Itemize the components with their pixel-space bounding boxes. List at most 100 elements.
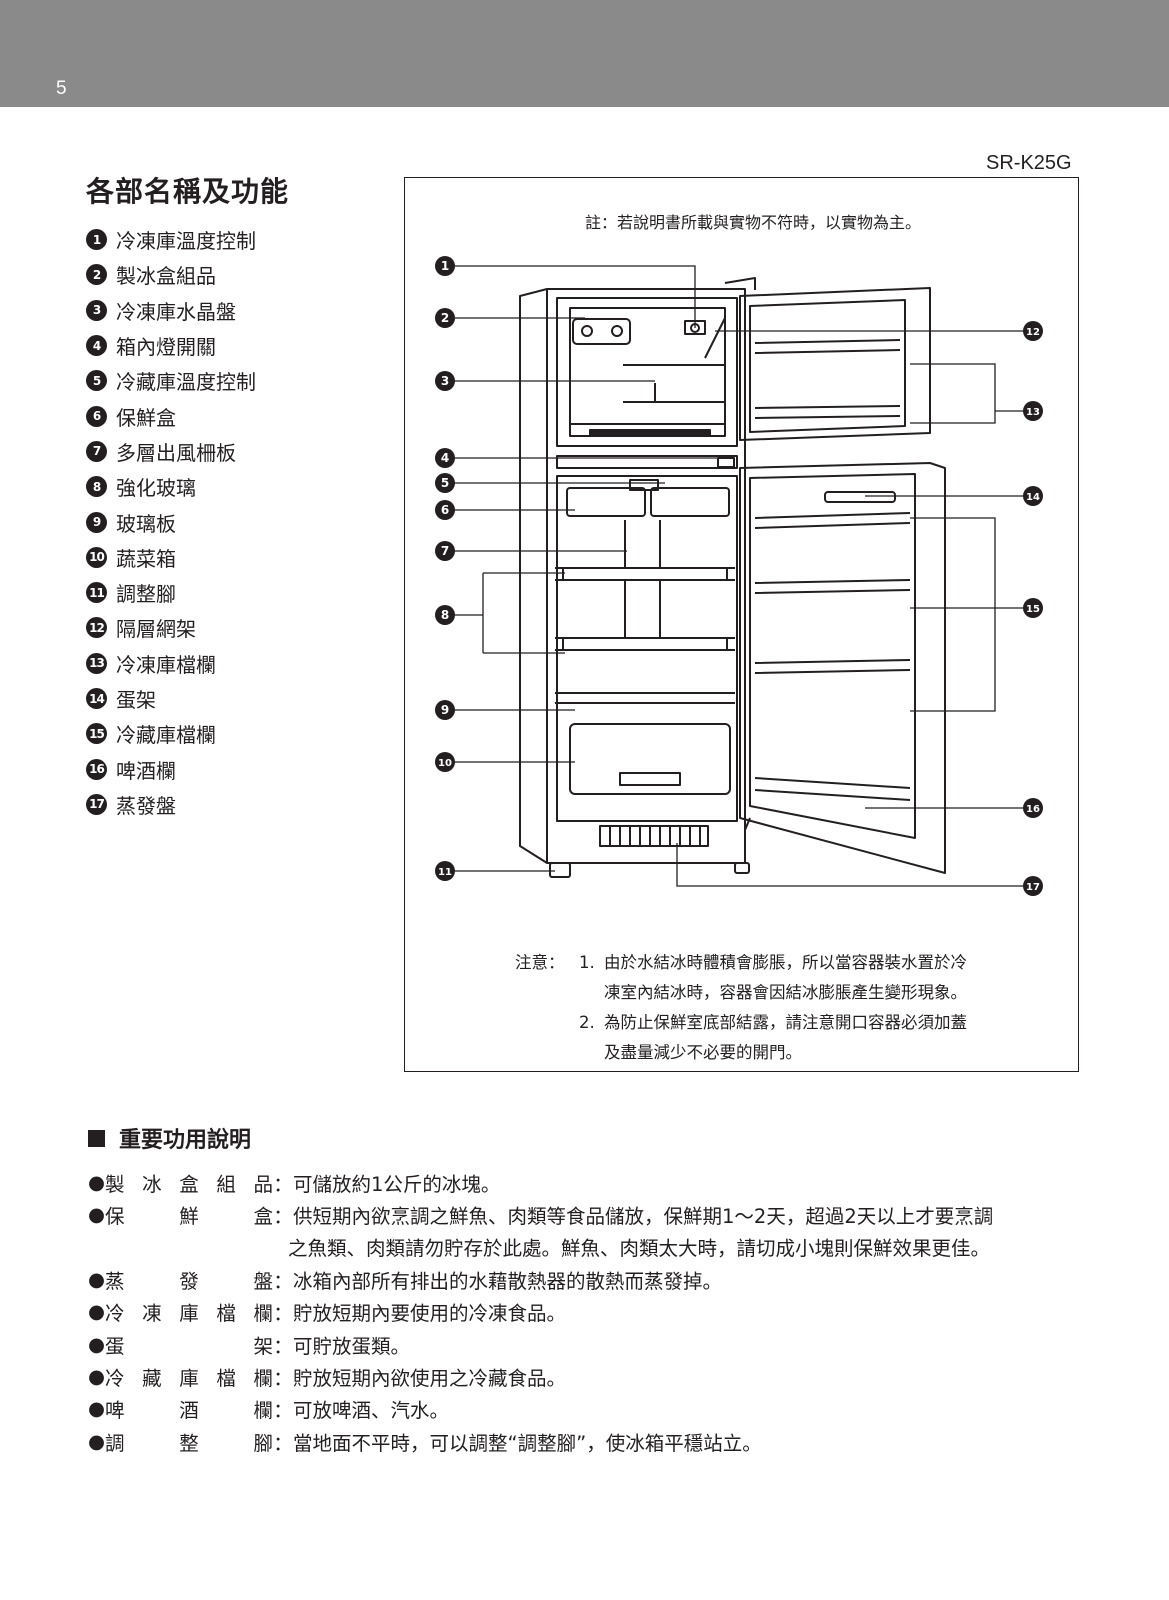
function-description: 供短期內欲烹調之鮮魚、肉類等食品儲放，保鮮期1～2天，超過2天以上才要烹調	[293, 1205, 994, 1229]
number-badge: 6	[86, 405, 107, 427]
caution-text: 及盡量減少不必要的開門。	[604, 1043, 802, 1062]
callout-label: 14	[1026, 492, 1040, 503]
number-badge: 1	[86, 229, 107, 251]
part-item: 2 製冰盒組品	[86, 257, 256, 292]
callout-12: 12	[1023, 321, 1043, 341]
caution-num: 1.	[579, 953, 595, 972]
callout-label: 12	[1026, 327, 1040, 338]
bullet-icon: ●	[88, 1332, 106, 1356]
page-number: 5	[56, 78, 67, 99]
section-title: 各部名稱及功能	[86, 175, 290, 208]
function-list: ●製冰盒組品：可儲放約1公斤的冰塊。●保鮮盒：供短期內欲烹調之鮮魚、肉類等食品儲…	[88, 1166, 993, 1458]
part-name: 蛋架	[116, 688, 156, 712]
part-item: 1 冷凍庫溫度控制	[86, 222, 256, 257]
callout-1: 1	[435, 256, 455, 276]
part-name: 製冰盒組品	[116, 264, 216, 289]
function-item-continuation: 之魚類、肉類請勿貯存於此處。鮮魚、肉類太大時，請切成小塊則保鮮效果更佳。	[288, 1237, 991, 1261]
function-item: ●冷藏庫檔欄：貯放短期內欲使用之冷藏食品。	[88, 1360, 993, 1392]
part-name: 蔬菜箱	[116, 546, 176, 571]
callout-17: 17	[1023, 876, 1043, 896]
caution-notes: 注意： 1. 由於水結冰時體積會膨脹，所以當容器裝水置於冷 凍室內結冰時，容器會…	[515, 948, 1044, 1068]
part-item: 3 冷凍庫水晶盤	[86, 293, 256, 328]
number-badge: 9	[86, 511, 107, 533]
callout-label: 13	[1026, 407, 1040, 418]
important-title-text: 重要功用說明	[119, 1128, 252, 1153]
diagram-note: 註：若說明書所載與實物不符時，以實物為主。	[585, 213, 922, 232]
function-item: ●冷凍庫檔欄：貯放短期內要使用的冷凍食品。	[88, 1296, 993, 1328]
number-badge: 13	[86, 652, 107, 674]
callout-label: 16	[1026, 804, 1040, 815]
number-badge: 11	[86, 582, 107, 604]
part-name: 強化玻璃	[116, 476, 196, 501]
callout-label: 3	[441, 374, 449, 388]
callout-2: 2	[435, 308, 455, 328]
caution-text: 由於水結冰時體積會膨脹，所以當容器裝水置於冷	[604, 953, 967, 972]
function-term: 冷藏庫檔欄	[105, 1367, 273, 1391]
part-item: 15 冷藏庫檔欄	[86, 716, 256, 751]
number-badge: 5	[86, 370, 107, 392]
bullet-icon: ●	[88, 1267, 106, 1291]
callout-label: 1	[441, 259, 449, 273]
number-badge: 3	[86, 299, 107, 321]
part-name: 冷藏庫溫度控制	[116, 370, 256, 395]
callout-label: 15	[1026, 604, 1040, 615]
function-item: ●啤酒欄：可放啤酒、汽水。	[88, 1393, 993, 1425]
part-name: 玻璃板	[116, 511, 176, 536]
callout-5: 5	[435, 473, 455, 493]
callout-4: 4	[435, 448, 455, 468]
function-description: 可貯放蛋類。	[293, 1334, 411, 1358]
part-item: 7 多層出風柵板	[86, 434, 256, 469]
important-section-title: 重要功用說明	[88, 1122, 251, 1154]
function-item: ●蒸發盤：冰箱內部所有排出的水藉散熱器的散熱而蒸發掉。	[88, 1263, 993, 1295]
callout-16: 16	[1023, 798, 1043, 818]
function-description: 冰箱內部所有排出的水藉散熱器的散熱而蒸發掉。	[293, 1269, 723, 1293]
bullet-icon: ●	[88, 1300, 106, 1324]
callout-label: 4	[441, 451, 449, 465]
square-bullet-icon	[88, 1129, 105, 1147]
callout-6: 6	[435, 500, 455, 520]
header-band	[0, 0, 1169, 107]
number-badge: 7	[86, 440, 107, 462]
callout-label: 10	[438, 758, 452, 769]
caution-num: 2.	[579, 1013, 595, 1032]
number-badge: 2	[86, 264, 107, 286]
callout-13: 13	[1023, 401, 1043, 421]
bullet-icon: ●	[88, 1203, 106, 1227]
function-description: 貯放短期內要使用的冷凍食品。	[293, 1302, 567, 1326]
function-term: 調整腳	[105, 1431, 273, 1455]
callout-7: 7	[435, 541, 455, 561]
callout-label: 17	[1026, 882, 1040, 893]
callout-15: 15	[1023, 598, 1043, 618]
function-item: ●製冰盒組品：可儲放約1公斤的冰塊。	[88, 1166, 993, 1198]
part-name: 冷凍庫水晶盤	[116, 299, 236, 324]
part-item: 8 強化玻璃	[86, 469, 256, 504]
number-badge: 8	[86, 476, 107, 498]
part-item: 17 蒸發盤	[86, 787, 256, 822]
part-name: 啤酒欄	[116, 758, 176, 783]
number-badge: 17	[86, 793, 107, 815]
callout-11: 11	[435, 861, 455, 881]
part-name: 箱內燈開關	[116, 335, 216, 360]
function-term: 冷凍庫檔欄	[105, 1302, 273, 1326]
callout-label: 9	[441, 703, 449, 717]
part-item: 9 玻璃板	[86, 504, 256, 539]
part-name: 多層出風柵板	[116, 440, 236, 465]
function-item: ●調整腳：當地面不平時，可以調整“調整腳”，使冰箱平穩站立。	[88, 1425, 993, 1457]
callout-label: 7	[441, 544, 449, 558]
function-item: ●蛋架：可貯放蛋類。	[88, 1328, 993, 1360]
part-name: 蒸發盤	[116, 793, 176, 818]
function-term: 蒸發盤	[105, 1269, 273, 1293]
part-item: 5 冷藏庫溫度控制	[86, 363, 256, 398]
callout-label: 5	[441, 476, 449, 490]
number-badge: 15	[86, 723, 107, 745]
caution-text: 為防止保鮮室底部結露，請注意開口容器必須加蓋	[604, 1013, 967, 1032]
part-name: 冷凍庫溫度控制	[116, 229, 256, 254]
part-name: 冷凍庫檔欄	[116, 652, 216, 677]
part-name: 冷藏庫檔欄	[116, 723, 216, 748]
